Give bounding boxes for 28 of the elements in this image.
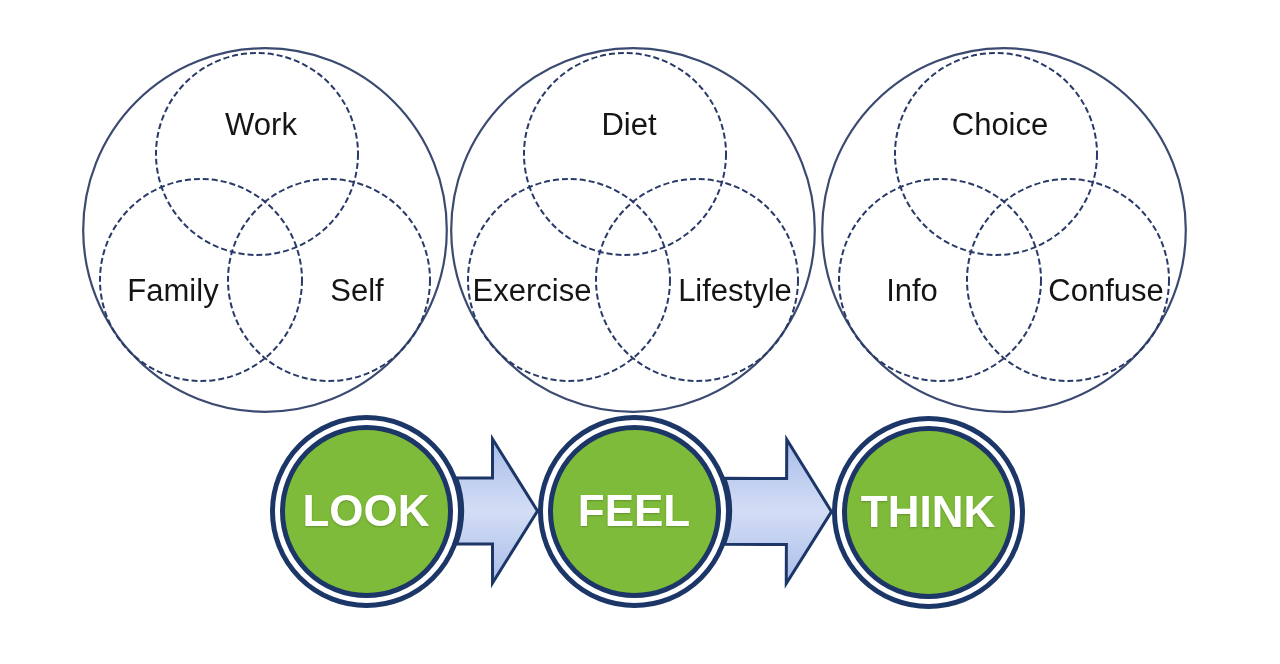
block-arrow bbox=[455, 437, 539, 585]
venn-label: Family bbox=[127, 274, 219, 306]
outer-circle bbox=[450, 47, 816, 413]
venn-circle bbox=[894, 52, 1098, 256]
outer-circle bbox=[821, 47, 1187, 413]
venn-label: Work bbox=[225, 108, 297, 140]
step-label: LOOK bbox=[302, 489, 430, 533]
step-label: THINK bbox=[860, 490, 996, 534]
step-circle bbox=[537, 414, 731, 608]
venn-label: Self bbox=[330, 274, 384, 306]
venn-circle bbox=[966, 178, 1170, 382]
outer-circle bbox=[82, 47, 448, 413]
venn-circle bbox=[155, 52, 359, 256]
venn-label: Choice bbox=[951, 108, 1049, 140]
venn-label: Lifestyle bbox=[678, 274, 792, 306]
venn-label: Diet bbox=[601, 108, 657, 140]
venn-circle bbox=[99, 178, 303, 382]
venn-label: Confuse bbox=[1048, 274, 1164, 306]
venn-circle bbox=[523, 52, 727, 256]
venn-circle bbox=[838, 178, 1042, 382]
venn-circle bbox=[595, 178, 799, 382]
step-label: FEEL bbox=[577, 489, 691, 533]
venn-circle bbox=[227, 178, 431, 382]
step-circle bbox=[831, 415, 1025, 609]
venn-label: Info bbox=[886, 274, 938, 306]
venn-circle bbox=[467, 178, 671, 382]
step-circle bbox=[269, 414, 463, 608]
venn-label: Exercise bbox=[472, 274, 592, 306]
